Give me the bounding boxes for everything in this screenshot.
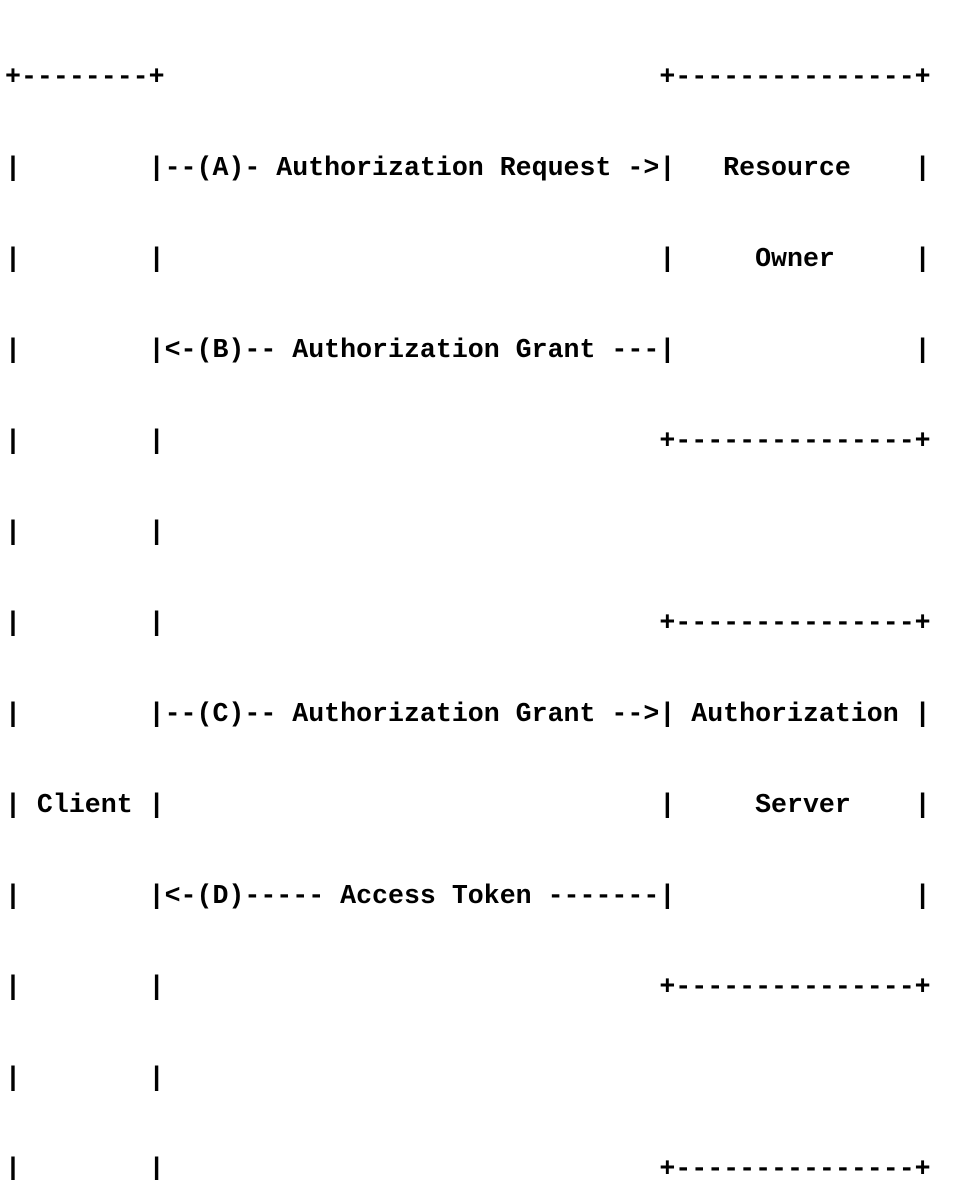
authorization-server-bottom-border-line: | | +---------------+ — [5, 972, 931, 1002]
boxes-top-border-line: +--------+ +---------------+ — [5, 62, 931, 92]
client-box-spacer-line: | | — [5, 517, 165, 547]
abstract-protocol-flow-diagram: +--------+ +---------------+ | |--(A)- A… — [5, 2, 931, 1180]
resource-owner-bottom-border-line: | | +---------------+ — [5, 426, 931, 456]
client-box-spacer-line: | | — [5, 1063, 165, 1093]
edge-c-authorization-grant-line: | |--(C)-- Authorization Grant -->| Auth… — [5, 699, 931, 729]
authorization-server-top-border-line: | | +---------------+ — [5, 608, 931, 638]
edge-d-access-token-line: | |<-(D)----- Access Token -------| | — [5, 881, 931, 911]
edge-a-authorization-request-line: | |--(A)- Authorization Request ->| Reso… — [5, 153, 931, 183]
resource-server-top-border-line: | | +---------------+ — [5, 1154, 931, 1180]
resource-owner-label-line: | | | Owner | — [5, 244, 931, 274]
client-and-server-label-line: | Client | | Server | — [5, 790, 931, 820]
edge-b-authorization-grant-line: | |<-(B)-- Authorization Grant ---| | — [5, 335, 931, 365]
